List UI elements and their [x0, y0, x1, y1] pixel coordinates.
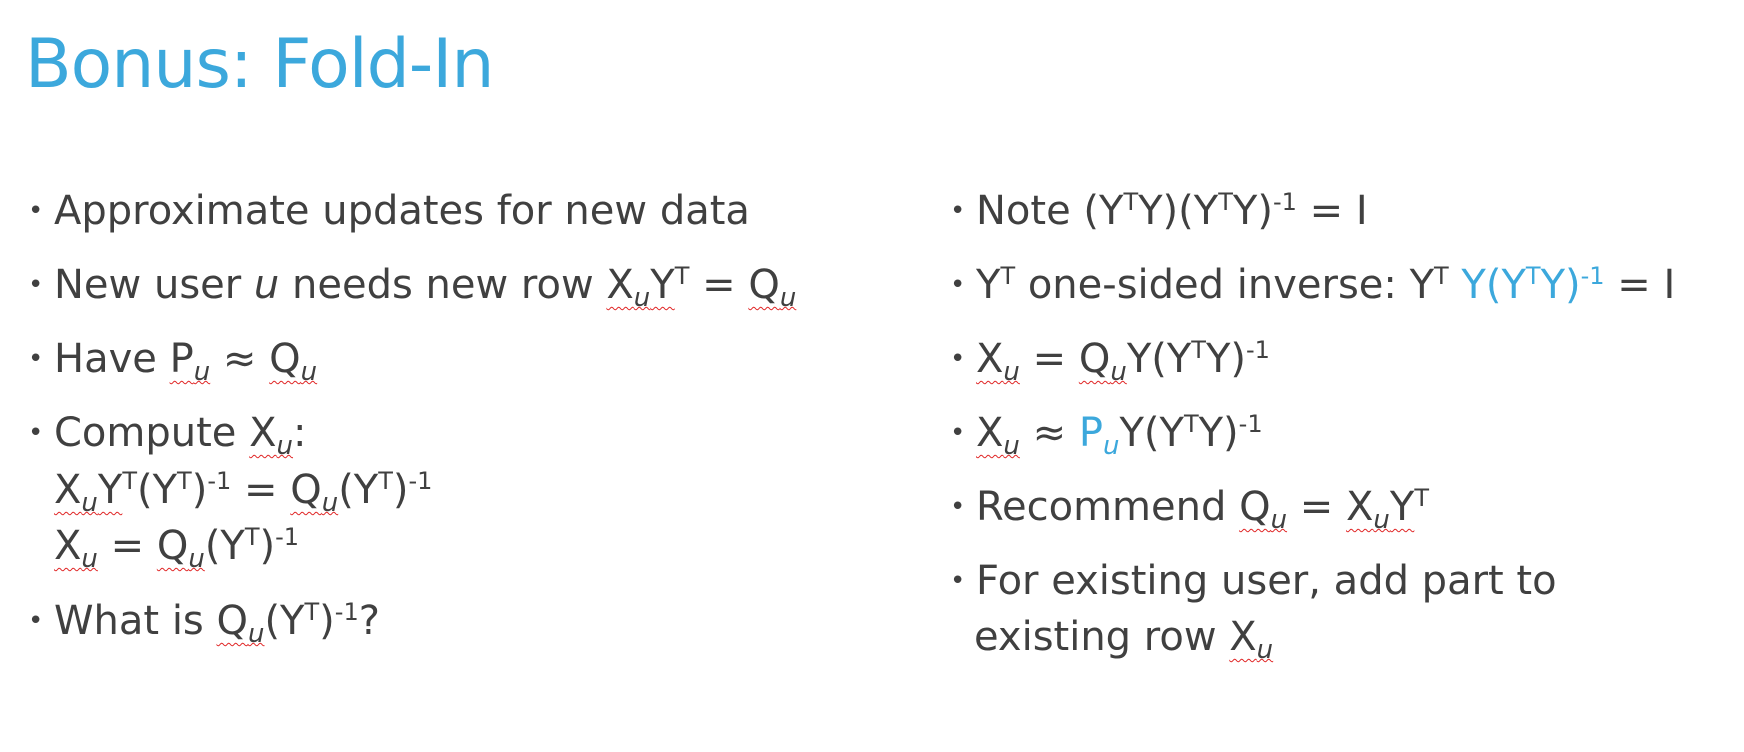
bullet-dot-icon: •	[950, 196, 966, 226]
bullet-dot-icon: •	[950, 270, 966, 300]
bullet-text: Approximate updates for new data	[54, 188, 750, 234]
bullet-dot-icon: •	[950, 566, 966, 596]
formula-qu: Qu	[1078, 336, 1127, 387]
formula-qu: Qu	[216, 598, 265, 649]
bullet-dot-icon: •	[950, 344, 966, 374]
bullet-dot-icon: •	[28, 606, 44, 636]
formula-xu: Xu	[976, 336, 1020, 387]
formula-xu: Xu	[1229, 614, 1274, 665]
bullet-approximate-updates: • Approximate updates for new data	[26, 186, 906, 236]
bullet-existing-user: • For existing user, add part to existin…	[950, 558, 1557, 665]
highlighted-inverse: Y(YTY)-1	[1448, 262, 1605, 308]
bullet-new-user: • New user u needs new row XuYT = Qu	[28, 262, 797, 313]
formula-xu: Xu	[249, 410, 294, 461]
bullet-one-sided-inverse: • YT one-sided inverse: YT Y(YTY)-1 = I	[950, 262, 1676, 308]
right-column: • Note (YTY)(YTY)-1 = I • YT one-sided i…	[948, 186, 1738, 692]
bullet-dot-icon: •	[28, 418, 44, 448]
bullet-dot-icon: •	[28, 196, 44, 226]
equation-line-1: XuYT(YT)-1 = Qu(YT)-1	[54, 467, 433, 518]
bullet-note: • Note (YTY)(YTY)-1 = I	[950, 188, 1368, 234]
variable-u: u	[253, 262, 280, 308]
formula-qu: Qu	[748, 262, 797, 313]
formula-qu: Qu	[269, 336, 318, 387]
formula-pu: Pu	[169, 336, 211, 387]
equation-line-2: Xu = Qu(YT)-1	[54, 523, 300, 574]
bullet-dot-icon: •	[28, 344, 44, 374]
formula-xu-yt: XuY	[1346, 484, 1415, 535]
slide-title: Bonus: Fold-In	[25, 25, 494, 104]
formula-xu-yt: XuY	[606, 262, 675, 313]
bullet-xu-equals: • Xu = QuY(YTY)-1	[950, 336, 1270, 387]
bullet-have-pu: • Have Pu ≈ Qu	[28, 336, 318, 387]
formula-qu: Qu	[1239, 484, 1288, 535]
bullet-recommend: • Recommend Qu = XuYT	[950, 484, 1429, 535]
bullet-dot-icon: •	[28, 270, 44, 300]
bullet-xu-approx: • Xu ≈ PuY(YTY)-1	[950, 410, 1263, 461]
bullet-dot-icon: •	[950, 418, 966, 448]
highlighted-pu: Pu	[1078, 410, 1120, 461]
formula-xu: Xu	[976, 410, 1020, 461]
bullet-what-is: • What is Qu(YT)-1?	[28, 598, 380, 649]
bullet-dot-icon: •	[950, 492, 966, 522]
left-column: • Approximate updates for new data • New…	[26, 186, 906, 670]
bullet-compute-xu: • Compute Xu: XuYT(YT)-1 = Qu(YT)-1 Xu =…	[26, 408, 906, 578]
